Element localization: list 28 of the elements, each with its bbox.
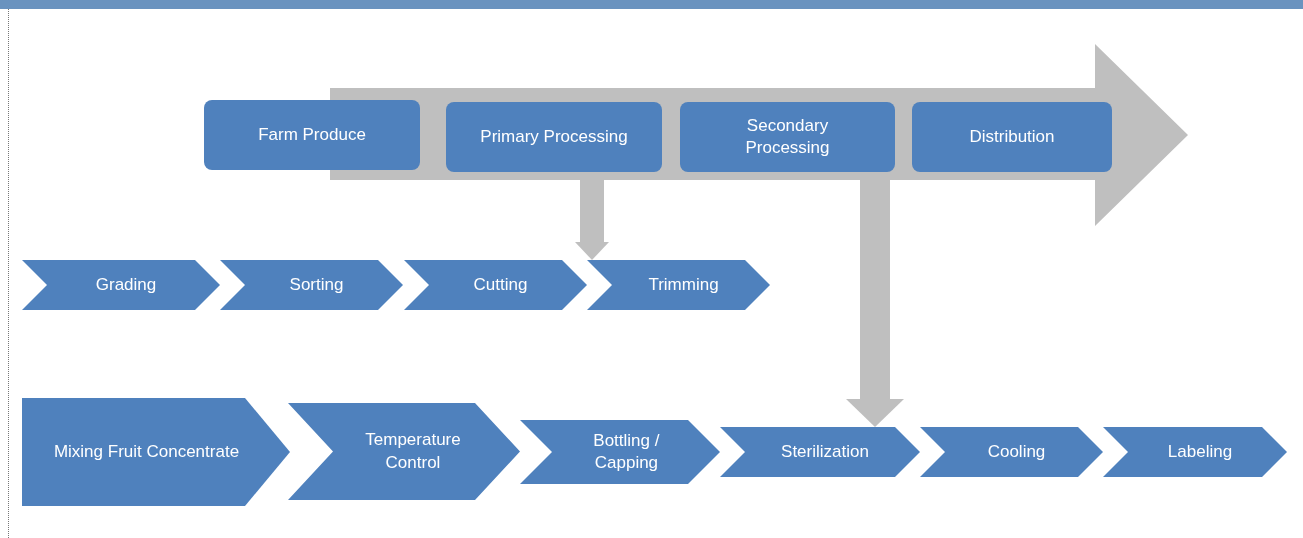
- chevron-step: [920, 427, 1103, 477]
- step-label: Trimming: [648, 273, 719, 296]
- step-label: Grading: [95, 273, 157, 296]
- step-label: Sterilization: [781, 440, 869, 463]
- chevron-step: [404, 260, 587, 310]
- step-label: Farm Produce: [258, 123, 366, 146]
- step-label: Distribution: [969, 125, 1055, 148]
- stage-box: [446, 102, 662, 172]
- step-label: Labeling: [1167, 440, 1233, 463]
- chevron-step: [288, 403, 520, 500]
- stage-box: [912, 102, 1112, 172]
- stage-box: [680, 102, 895, 172]
- chevron-step: [22, 260, 220, 310]
- step-label: Bottling / Capping: [592, 429, 661, 474]
- step-label: Temperature Control: [364, 429, 462, 474]
- step-label: Mixing Fruit Concentrate: [53, 440, 240, 463]
- pentagon-step: [22, 398, 290, 506]
- chevron-step: [220, 260, 403, 310]
- chevron-step: [520, 420, 720, 484]
- chevron-step: [1103, 427, 1287, 477]
- step-label: Cutting: [473, 273, 528, 296]
- chevron-step: [720, 427, 920, 477]
- stage-box: [204, 100, 420, 170]
- step-label: Primary Processing: [480, 125, 628, 148]
- step-label: Secondary Processing: [744, 114, 831, 159]
- chevron-step: [587, 260, 770, 310]
- step-label: Cooling: [987, 440, 1046, 463]
- step-label: Sorting: [289, 273, 344, 296]
